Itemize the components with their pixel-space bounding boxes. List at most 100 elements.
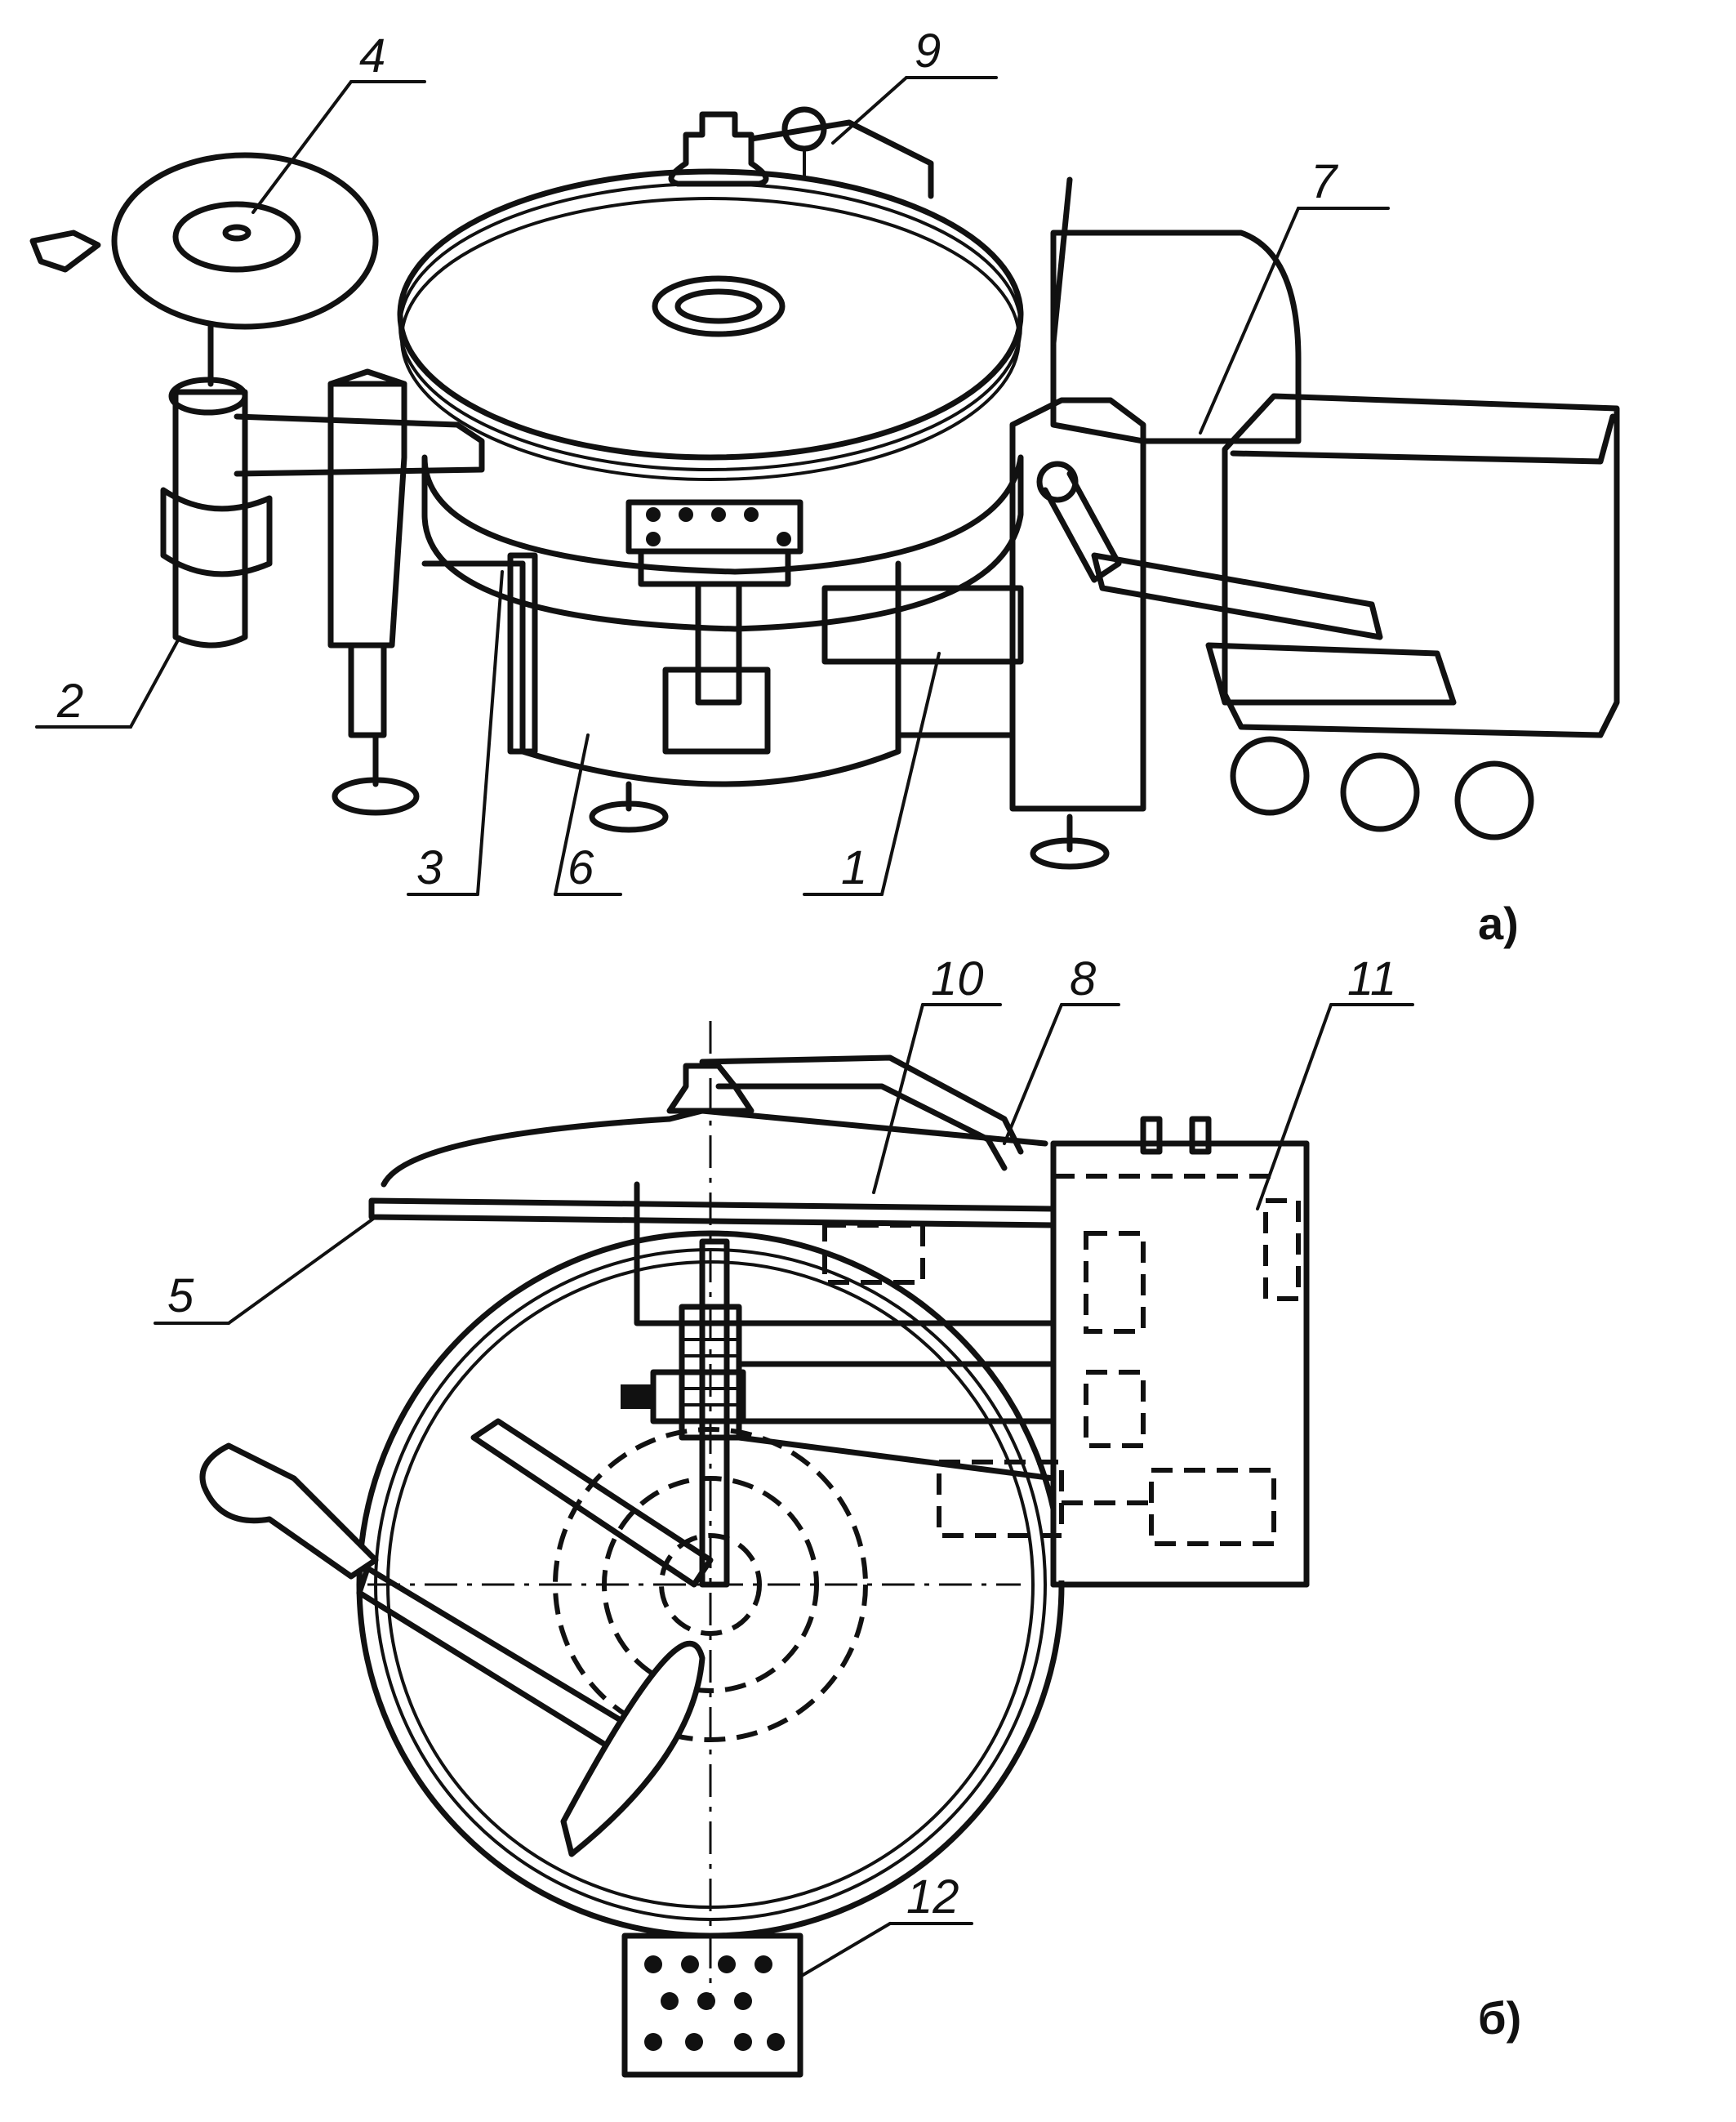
- bowl-skirt: [421, 454, 1024, 632]
- callout-9: 9: [915, 25, 941, 78]
- pipe-b-inner: [715, 1083, 1008, 1171]
- control-knob: [744, 507, 759, 522]
- leader-6: [554, 733, 590, 896]
- bowl-ring-mid: [374, 1248, 1047, 1921]
- panel-button: [681, 1955, 699, 1973]
- panel-button: [734, 1992, 752, 2010]
- leader-8: [1003, 1003, 1063, 1145]
- callout-2: 2: [56, 675, 83, 728]
- leader-9: [831, 76, 908, 145]
- callout-5: 5: [167, 1269, 194, 1322]
- mask: [1055, 1327, 1300, 1580]
- vertical-shaft: [695, 581, 742, 706]
- lower-cylinder: [519, 560, 901, 787]
- transport-cart: [1222, 393, 1620, 738]
- leader-1: [880, 652, 941, 896]
- panel-button: [734, 2033, 752, 2051]
- panel-button: [661, 1992, 679, 2010]
- disc-center: [222, 224, 251, 242]
- right-tower: [1009, 397, 1146, 812]
- leader-2: [129, 635, 181, 729]
- callout-3: 3: [416, 841, 443, 894]
- frame-beam-1-lower: [895, 658, 1016, 738]
- cutting-disc: [111, 152, 379, 330]
- lid-handle-inner: [674, 288, 763, 324]
- callout-7: 7: [1311, 155, 1339, 208]
- paddle: [560, 1640, 706, 1857]
- lid-handle: [652, 275, 786, 337]
- panel-button: [754, 1955, 772, 1973]
- leader-4: [251, 80, 353, 214]
- panel-button: [767, 2033, 785, 2051]
- callout-10: 10: [931, 952, 984, 1005]
- control-knob: [777, 532, 791, 546]
- panel-button: [685, 2033, 703, 2051]
- cart-wheel: [1230, 736, 1310, 816]
- shaft-base-plate: [662, 666, 771, 755]
- left-column: [327, 381, 407, 649]
- lid-dome: [381, 1108, 1048, 1188]
- cart-wheel: [1454, 760, 1534, 840]
- callout-1: 1: [841, 841, 867, 894]
- side-rail: [507, 552, 538, 755]
- rear-pipe: [1050, 176, 1073, 346]
- top-fitting: [668, 111, 769, 187]
- leader-3: [476, 570, 504, 896]
- drive-belt-housing: [736, 1361, 1057, 1424]
- lifting-link: [1042, 470, 1122, 583]
- callout-12: 12: [906, 1870, 959, 1924]
- control-knob: [646, 507, 661, 522]
- motor-band: [160, 487, 273, 577]
- rear-housing: [1050, 230, 1302, 444]
- disc-blade-tip: [29, 230, 101, 273]
- leader-5: [227, 1215, 377, 1325]
- frame-beam-1: [821, 585, 1024, 665]
- callout-8: 8: [1070, 952, 1096, 1005]
- knife-head-dashed: [553, 1427, 868, 1742]
- panel-button: [644, 1955, 662, 1973]
- panel-bracket: [638, 548, 791, 587]
- right-foot: [1030, 837, 1110, 870]
- cabinet-stub: [1140, 1116, 1163, 1155]
- panel-label-b: б): [1478, 1992, 1521, 2044]
- panel-label-a: а): [1478, 898, 1519, 949]
- pipe-b: [699, 1054, 1024, 1155]
- leader-10: [872, 1003, 924, 1194]
- panel-button: [697, 1992, 715, 2010]
- bowl-lid: [397, 168, 1024, 461]
- left-column-top: [327, 368, 407, 387]
- leader-7: [1199, 207, 1300, 435]
- knife-hub-dashed: [602, 1476, 819, 1693]
- dashed-block: [822, 1223, 925, 1285]
- leader-12: [799, 1922, 892, 1978]
- bowl-ring-inner: [386, 1260, 1035, 1909]
- leader-11: [1256, 1003, 1333, 1210]
- control-knob: [679, 507, 693, 522]
- panel-button: [644, 2033, 662, 2051]
- disc-hub: [172, 201, 301, 273]
- callout-6: 6: [568, 841, 594, 894]
- cart-rim: [1230, 413, 1616, 465]
- left-leg: [348, 642, 387, 738]
- control-panel-b: [621, 1933, 803, 2078]
- control-knob: [646, 532, 661, 546]
- callout-4: 4: [359, 29, 385, 82]
- cart-wheel: [1340, 752, 1420, 832]
- main-shaft: [699, 1238, 730, 1588]
- callout-11: 11: [1347, 952, 1396, 1005]
- lifting-arm: [1091, 552, 1383, 640]
- gauge-pipe: [748, 119, 934, 199]
- panel-a-perspective-view: [29, 76, 1620, 896]
- bowl-lid-rim-2: [400, 197, 1021, 481]
- scraper-arm: [470, 1418, 714, 1588]
- motor-cylinder: [172, 389, 248, 649]
- cabinet-stub: [1189, 1116, 1212, 1155]
- gear-nut: [621, 1384, 653, 1409]
- loading-arm: [234, 413, 485, 477]
- drive-belt: [736, 1434, 1057, 1482]
- dashed-block: [1084, 1231, 1146, 1334]
- cart-chassis: [1205, 642, 1457, 706]
- panel-b-plan-view: [154, 1003, 1414, 2078]
